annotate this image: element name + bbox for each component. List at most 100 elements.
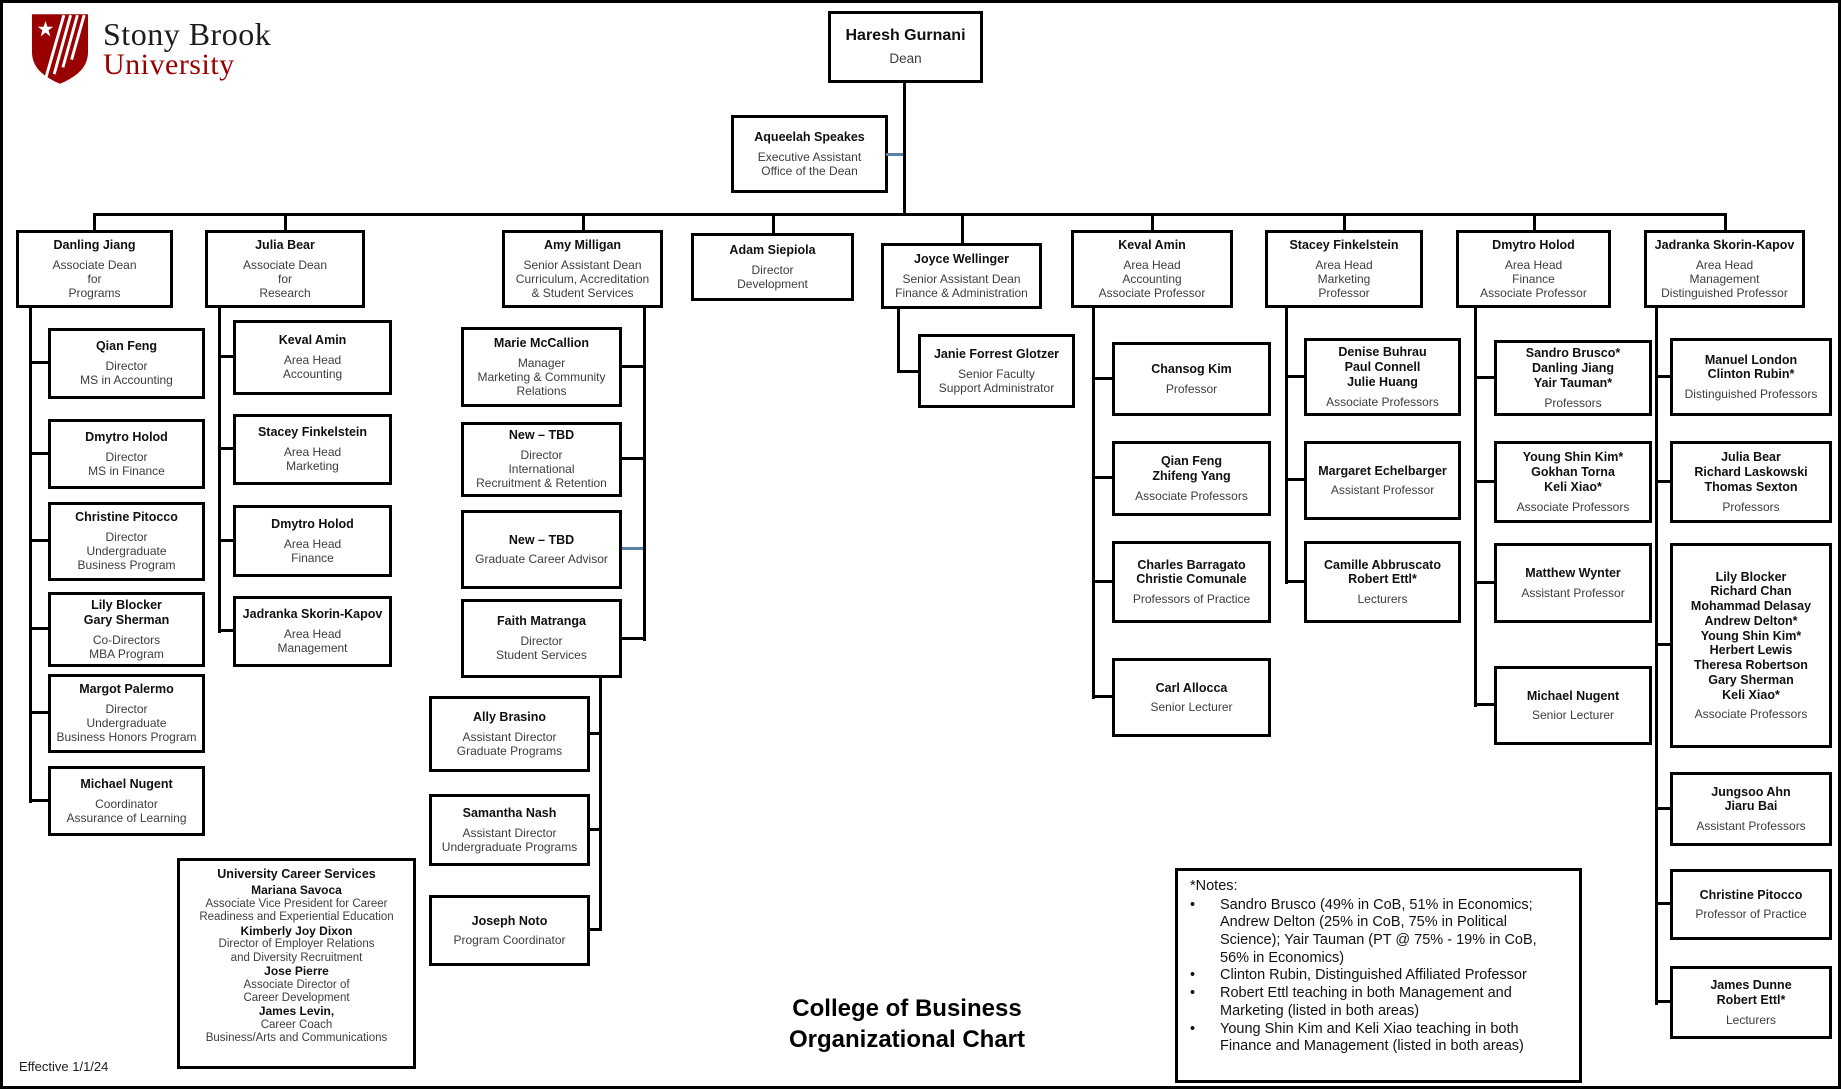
org-box-name: Yair Tauman* <box>1533 375 1613 390</box>
org-box-detail: Assistant Director <box>462 825 557 840</box>
connector-line <box>93 213 1727 216</box>
org-box-detail: MS in Finance <box>88 463 165 478</box>
org-box-name: Kimberly Joy Dixon <box>240 923 353 938</box>
org-box-name: Manuel London <box>1704 352 1798 367</box>
org-box-detail: Area Head <box>283 536 342 551</box>
connector-line <box>29 452 48 455</box>
org-box-detail: Director <box>520 448 563 463</box>
org-box-name: Margaret Echelbarger <box>1318 463 1447 478</box>
org-box-name: Lily Blocker <box>91 598 162 613</box>
org-box-detail: Undergraduate <box>86 716 167 731</box>
org-box-name: Julia Bear <box>1721 450 1781 465</box>
org-box-name: Keli Xiao* <box>1544 479 1602 494</box>
org-box-name: Christine Pitocco <box>75 510 178 525</box>
org-box-detail: Professors <box>1722 499 1780 514</box>
connector-line <box>903 83 906 216</box>
org-box-detail: Area Head <box>283 627 342 642</box>
org-box-detail: Business/Arts and Communications <box>205 1032 388 1045</box>
org-box-name: Amy Milligan <box>543 237 622 252</box>
org-box-detail: Associate Dean <box>242 257 328 272</box>
connector-line <box>886 153 903 156</box>
org-box-name: Denise Buhrau <box>1338 345 1427 360</box>
org-box-detail: Development <box>737 276 808 291</box>
org-box-detail: Associate Professor <box>1098 285 1206 300</box>
org-box-detail: International <box>508 462 575 477</box>
connector-line <box>218 539 233 542</box>
org-box-detail: for <box>277 271 292 286</box>
org-box-detail: and Diversity Recruitment <box>230 951 363 964</box>
org-box-detail: Area Head <box>1504 257 1563 272</box>
org-box-detail: Distinguished Professor <box>1661 285 1788 300</box>
connector-line <box>1724 213 1727 230</box>
org-box-name: Zhifeng Yang <box>1152 468 1231 483</box>
org-box-detail: Curriculum, Accreditation <box>515 271 650 286</box>
org-box-name: Jadranka Skorin-Kapov <box>242 607 383 622</box>
org-box-name: Dmytro Holod <box>271 516 354 531</box>
org-box-detail: Readiness and Experiential Education <box>199 911 394 924</box>
connector-line <box>622 637 643 640</box>
connector-line <box>29 799 48 802</box>
connector-line <box>643 308 646 641</box>
connector-line <box>284 213 287 230</box>
connector-line <box>1092 580 1112 583</box>
org-box-detail: Senior Lecturer <box>1150 700 1233 715</box>
org-box-detail: Graduate Programs <box>456 743 563 758</box>
org-box-detail: Office of the Dean <box>761 163 858 178</box>
org-box-detail: Professors of Practice <box>1132 592 1251 607</box>
connector-line <box>218 447 233 450</box>
connector-line <box>1655 308 1658 1005</box>
connector-line <box>93 213 96 230</box>
connector-line <box>622 365 643 368</box>
notes-title: *Notes: <box>1190 878 1238 894</box>
org-box-name: Christine Pitocco <box>1699 887 1803 902</box>
org-box-name: Thomas Sexton <box>1704 479 1798 494</box>
org-box-detail: Support Administrator <box>938 380 1055 395</box>
org-box-detail: Business Program <box>77 558 176 573</box>
org-box-detail: Marketing <box>1317 271 1371 286</box>
org-box-detail: Accounting <box>282 367 343 382</box>
connector-line <box>1655 375 1670 378</box>
org-box-detail: Distinguished Professors <box>1684 387 1818 402</box>
org-box-name: Qian Feng <box>1160 454 1223 469</box>
org-box-name: Christie Comunale <box>1136 572 1247 587</box>
bullet-icon: • <box>1190 896 1196 913</box>
org-box-name: Marie McCallion <box>493 335 590 350</box>
org-box-name: Matthew Wynter <box>1525 566 1621 581</box>
org-box-detail: Program Coordinator <box>453 933 566 948</box>
connector-line <box>1533 213 1536 230</box>
org-box-name: Herbert Lewis <box>1709 643 1793 658</box>
org-box-detail: Coordinator <box>95 796 158 811</box>
connector-line <box>29 627 48 630</box>
org-box-detail: Senior Assistant Dean <box>523 257 642 272</box>
org-box-name: Haresh Gurnani <box>845 27 966 45</box>
org-box-detail: Director <box>751 262 794 277</box>
connector-line <box>961 213 964 243</box>
org-box-detail: & Student Services <box>531 285 634 300</box>
org-box-detail: Associate Professor <box>1480 285 1587 300</box>
org-box-name: New – TBD <box>508 428 575 443</box>
org-box-name: Robert Ettl* <box>1348 572 1417 587</box>
org-box-detail: Accounting <box>1122 271 1182 286</box>
org-box-detail: Manager <box>517 355 566 370</box>
logo-wordmark-line2: University <box>103 48 235 81</box>
org-box-detail: Director of Employer Relations <box>218 938 375 951</box>
org-box-detail: Associate Director of <box>243 978 350 991</box>
note-text: Sandro Brusco (49% in CoB, 51% in Econom… <box>1220 896 1537 966</box>
org-box-detail: Programs <box>68 285 121 300</box>
